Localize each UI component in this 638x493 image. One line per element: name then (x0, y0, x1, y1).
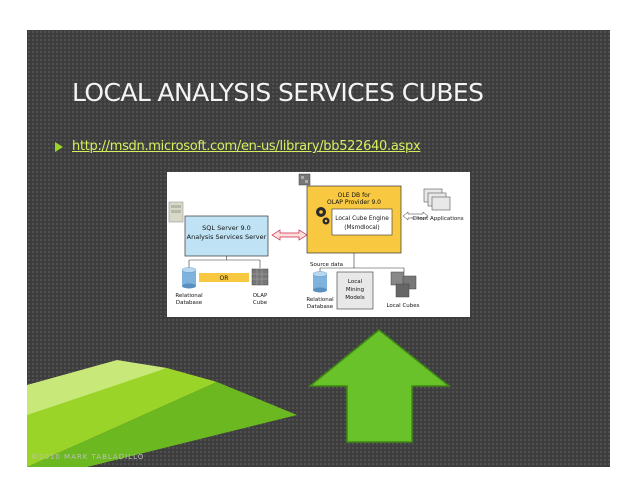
olap-provider-label: OLAP Provider 9.0 (327, 199, 381, 206)
client-applications-icon (423, 188, 451, 211)
msdn-link[interactable]: http://msdn.microsoft.com/en-us/library/… (72, 139, 421, 154)
or-badge (199, 273, 249, 282)
olap-label: OLAP (253, 293, 268, 299)
database-label-2: Database (307, 304, 334, 310)
relational-database-icon (181, 267, 197, 289)
cube-icon (298, 173, 311, 186)
local-cubes-icon (390, 271, 417, 298)
models-label: Models (345, 295, 365, 301)
mining-models-box (336, 271, 374, 310)
olap-cube-icon (251, 268, 269, 286)
copyright-text: ©2010 MARK TABLADILLO (31, 453, 145, 461)
database-label: Database (176, 300, 203, 306)
client-applications-label: Client Applications (412, 216, 463, 222)
bullet-item: http://msdn.microsoft.com/en-us/library/… (55, 139, 421, 154)
source-data-label: Source data (310, 262, 343, 268)
server-icon (168, 201, 184, 223)
double-arrow-icon (271, 229, 308, 241)
source-database-icon (312, 271, 328, 293)
up-arrow-icon (307, 329, 452, 443)
msmdlocal-label: (Msmdlocal) (344, 225, 379, 231)
sql-server-box (184, 215, 269, 257)
mining-label: Mining (346, 287, 364, 293)
or-label: OR (220, 275, 229, 282)
slide-title: LOCAL ANALYSIS SERVICES CUBES (72, 78, 484, 107)
local-cube-engine-box (331, 208, 393, 236)
slide: LOCAL ANALYSIS SERVICES CUBES http://msd… (27, 30, 610, 467)
local-cubes-label: Local Cubes (386, 303, 419, 309)
decorative-swoosh (27, 360, 297, 467)
analysis-services-diagram: SQL Server 9.0 Analysis Services Server … (167, 172, 470, 317)
local-label: Local (348, 279, 363, 285)
ole-db-label: OLE DB for (338, 192, 371, 199)
client-arrow-icon (402, 211, 429, 221)
relational-label-2: Relational (306, 297, 334, 303)
cube-label: Cube (253, 300, 268, 306)
local-cube-engine-label: Local Cube Engine (335, 216, 389, 222)
bullet-arrow-icon (55, 141, 63, 152)
gears-icon (316, 207, 330, 225)
analysis-services-label: Analysis Services Server (187, 233, 267, 241)
relational-label: Relational (175, 293, 203, 299)
sql-server-label: SQL Server 9.0 (202, 224, 251, 232)
